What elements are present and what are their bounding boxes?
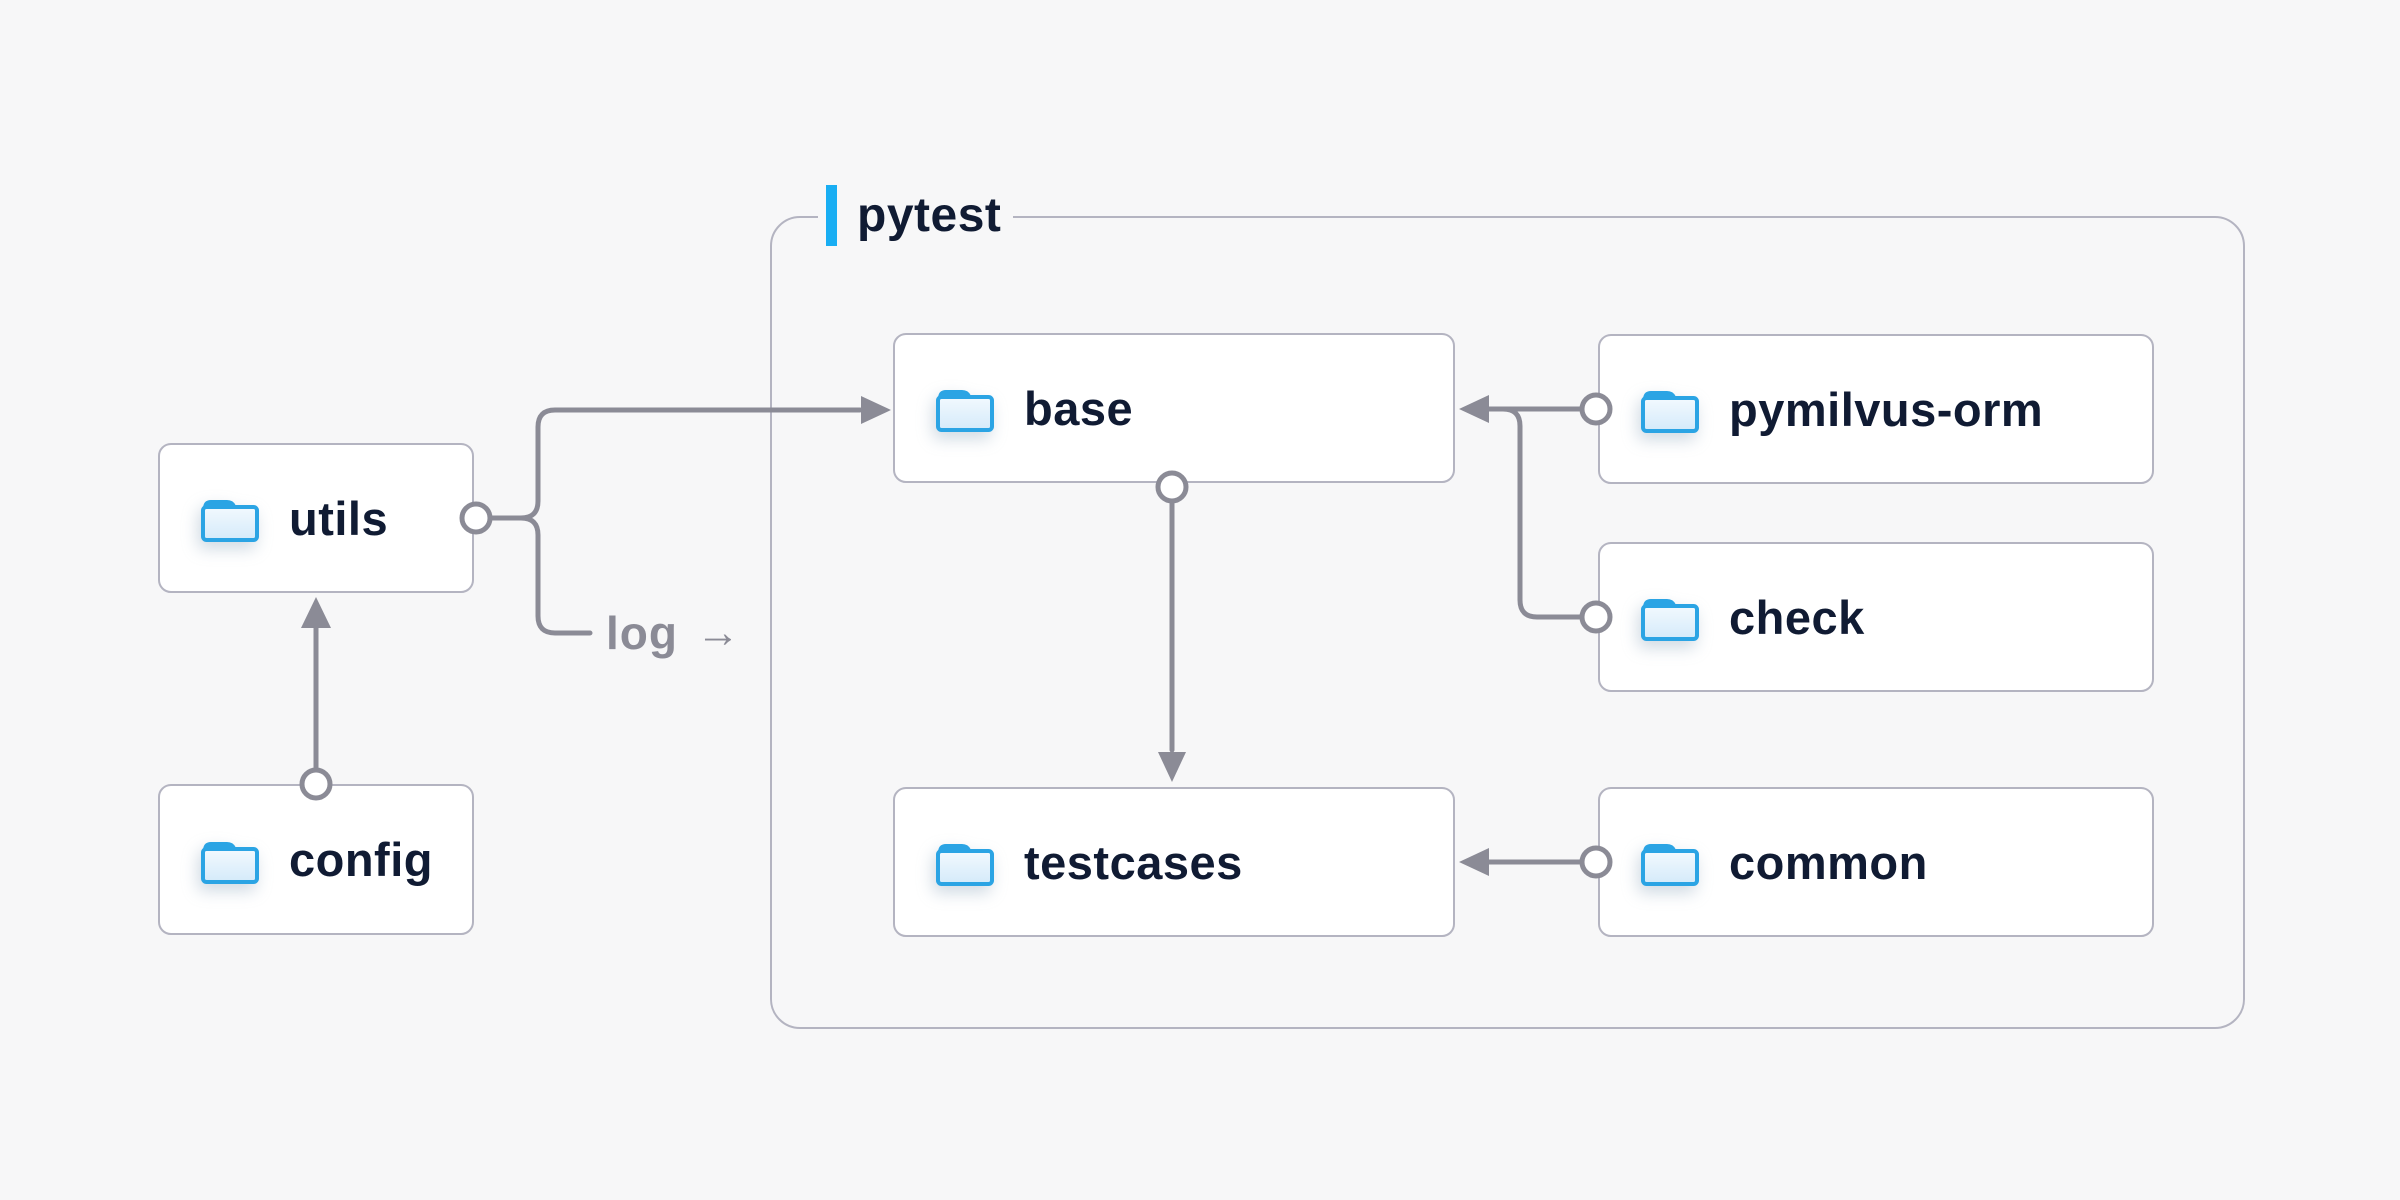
node-testcases: testcases <box>893 787 1455 937</box>
node-utils: utils <box>158 443 474 593</box>
node-pymilvus-orm-label: pymilvus-orm <box>1729 382 2044 436</box>
node-base-label: base <box>1024 381 1134 435</box>
log-edge-label: log → <box>606 603 740 663</box>
log-edge-label-text: log <box>606 607 678 659</box>
folder-icon <box>1641 391 1699 433</box>
accent-bar <box>826 185 837 246</box>
pytest-group-label-text: pytest <box>857 189 1002 242</box>
node-testcases-label: testcases <box>1024 835 1243 889</box>
folder-icon <box>1641 844 1699 886</box>
folder-icon <box>201 500 259 542</box>
right-arrow-icon: → <box>695 608 740 657</box>
pytest-group <box>770 216 2245 1029</box>
node-pymilvus-orm: pymilvus-orm <box>1598 334 2154 484</box>
node-config: config <box>158 784 474 935</box>
folder-icon <box>936 844 994 886</box>
pytest-group-label: pytest <box>818 184 1014 247</box>
node-base: base <box>893 333 1455 483</box>
node-check-label: check <box>1729 590 1865 644</box>
node-utils-label: utils <box>289 491 389 545</box>
folder-icon <box>201 841 259 884</box>
edge-utils-log-line <box>518 515 593 636</box>
folder-icon <box>936 390 994 432</box>
edge-config-utils-arrowhead <box>301 597 331 628</box>
node-config-label: config <box>289 833 433 886</box>
node-common: common <box>1598 787 2154 937</box>
folder-icon <box>1641 599 1699 641</box>
node-check: check <box>1598 542 2154 692</box>
node-common-label: common <box>1729 835 1928 889</box>
